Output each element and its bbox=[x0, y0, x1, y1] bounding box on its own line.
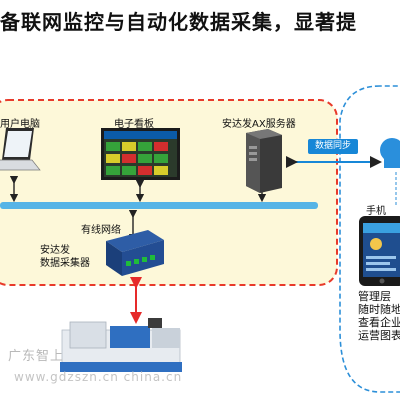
phone-label: 手机 bbox=[366, 206, 386, 217]
collector-label-line2: 数据采集器 bbox=[40, 258, 90, 269]
management-text: 管理层 随时随地 查看企业 运营图表 bbox=[358, 290, 400, 342]
collector-label: 安达发 数据采集器 bbox=[40, 244, 90, 270]
sync-badge: 数据同步 bbox=[308, 139, 358, 154]
wired-network-label: 有线网络 bbox=[81, 225, 121, 236]
cloud-icon bbox=[380, 138, 400, 168]
page-title: 备联网监控与自动化数据采集，显著提 bbox=[0, 10, 357, 34]
network-bus bbox=[0, 202, 318, 209]
mgmt-line: 查看企业 bbox=[358, 316, 400, 329]
ax-server-label: 安达发AX服务器 bbox=[222, 119, 296, 130]
data-collector-icon bbox=[106, 230, 164, 276]
mgmt-line: 随时随地 bbox=[358, 303, 400, 316]
e-board-label: 电子看板 bbox=[114, 119, 154, 130]
watermark-company: 广东智上 bbox=[8, 349, 65, 364]
collector-label-line1: 安达发 bbox=[40, 245, 70, 256]
e-board-icon bbox=[101, 128, 180, 180]
laptop-icon bbox=[0, 128, 41, 171]
machine-icon bbox=[60, 318, 182, 372]
mgmt-line: 运营图表 bbox=[358, 329, 400, 342]
user-pc-label: 用户电脑 bbox=[0, 119, 40, 130]
phone-icon bbox=[359, 216, 400, 286]
server-icon bbox=[246, 129, 282, 193]
watermark-url: www.gdzszn.cn china.cn bbox=[14, 370, 183, 384]
mgmt-line: 管理层 bbox=[358, 290, 391, 303]
